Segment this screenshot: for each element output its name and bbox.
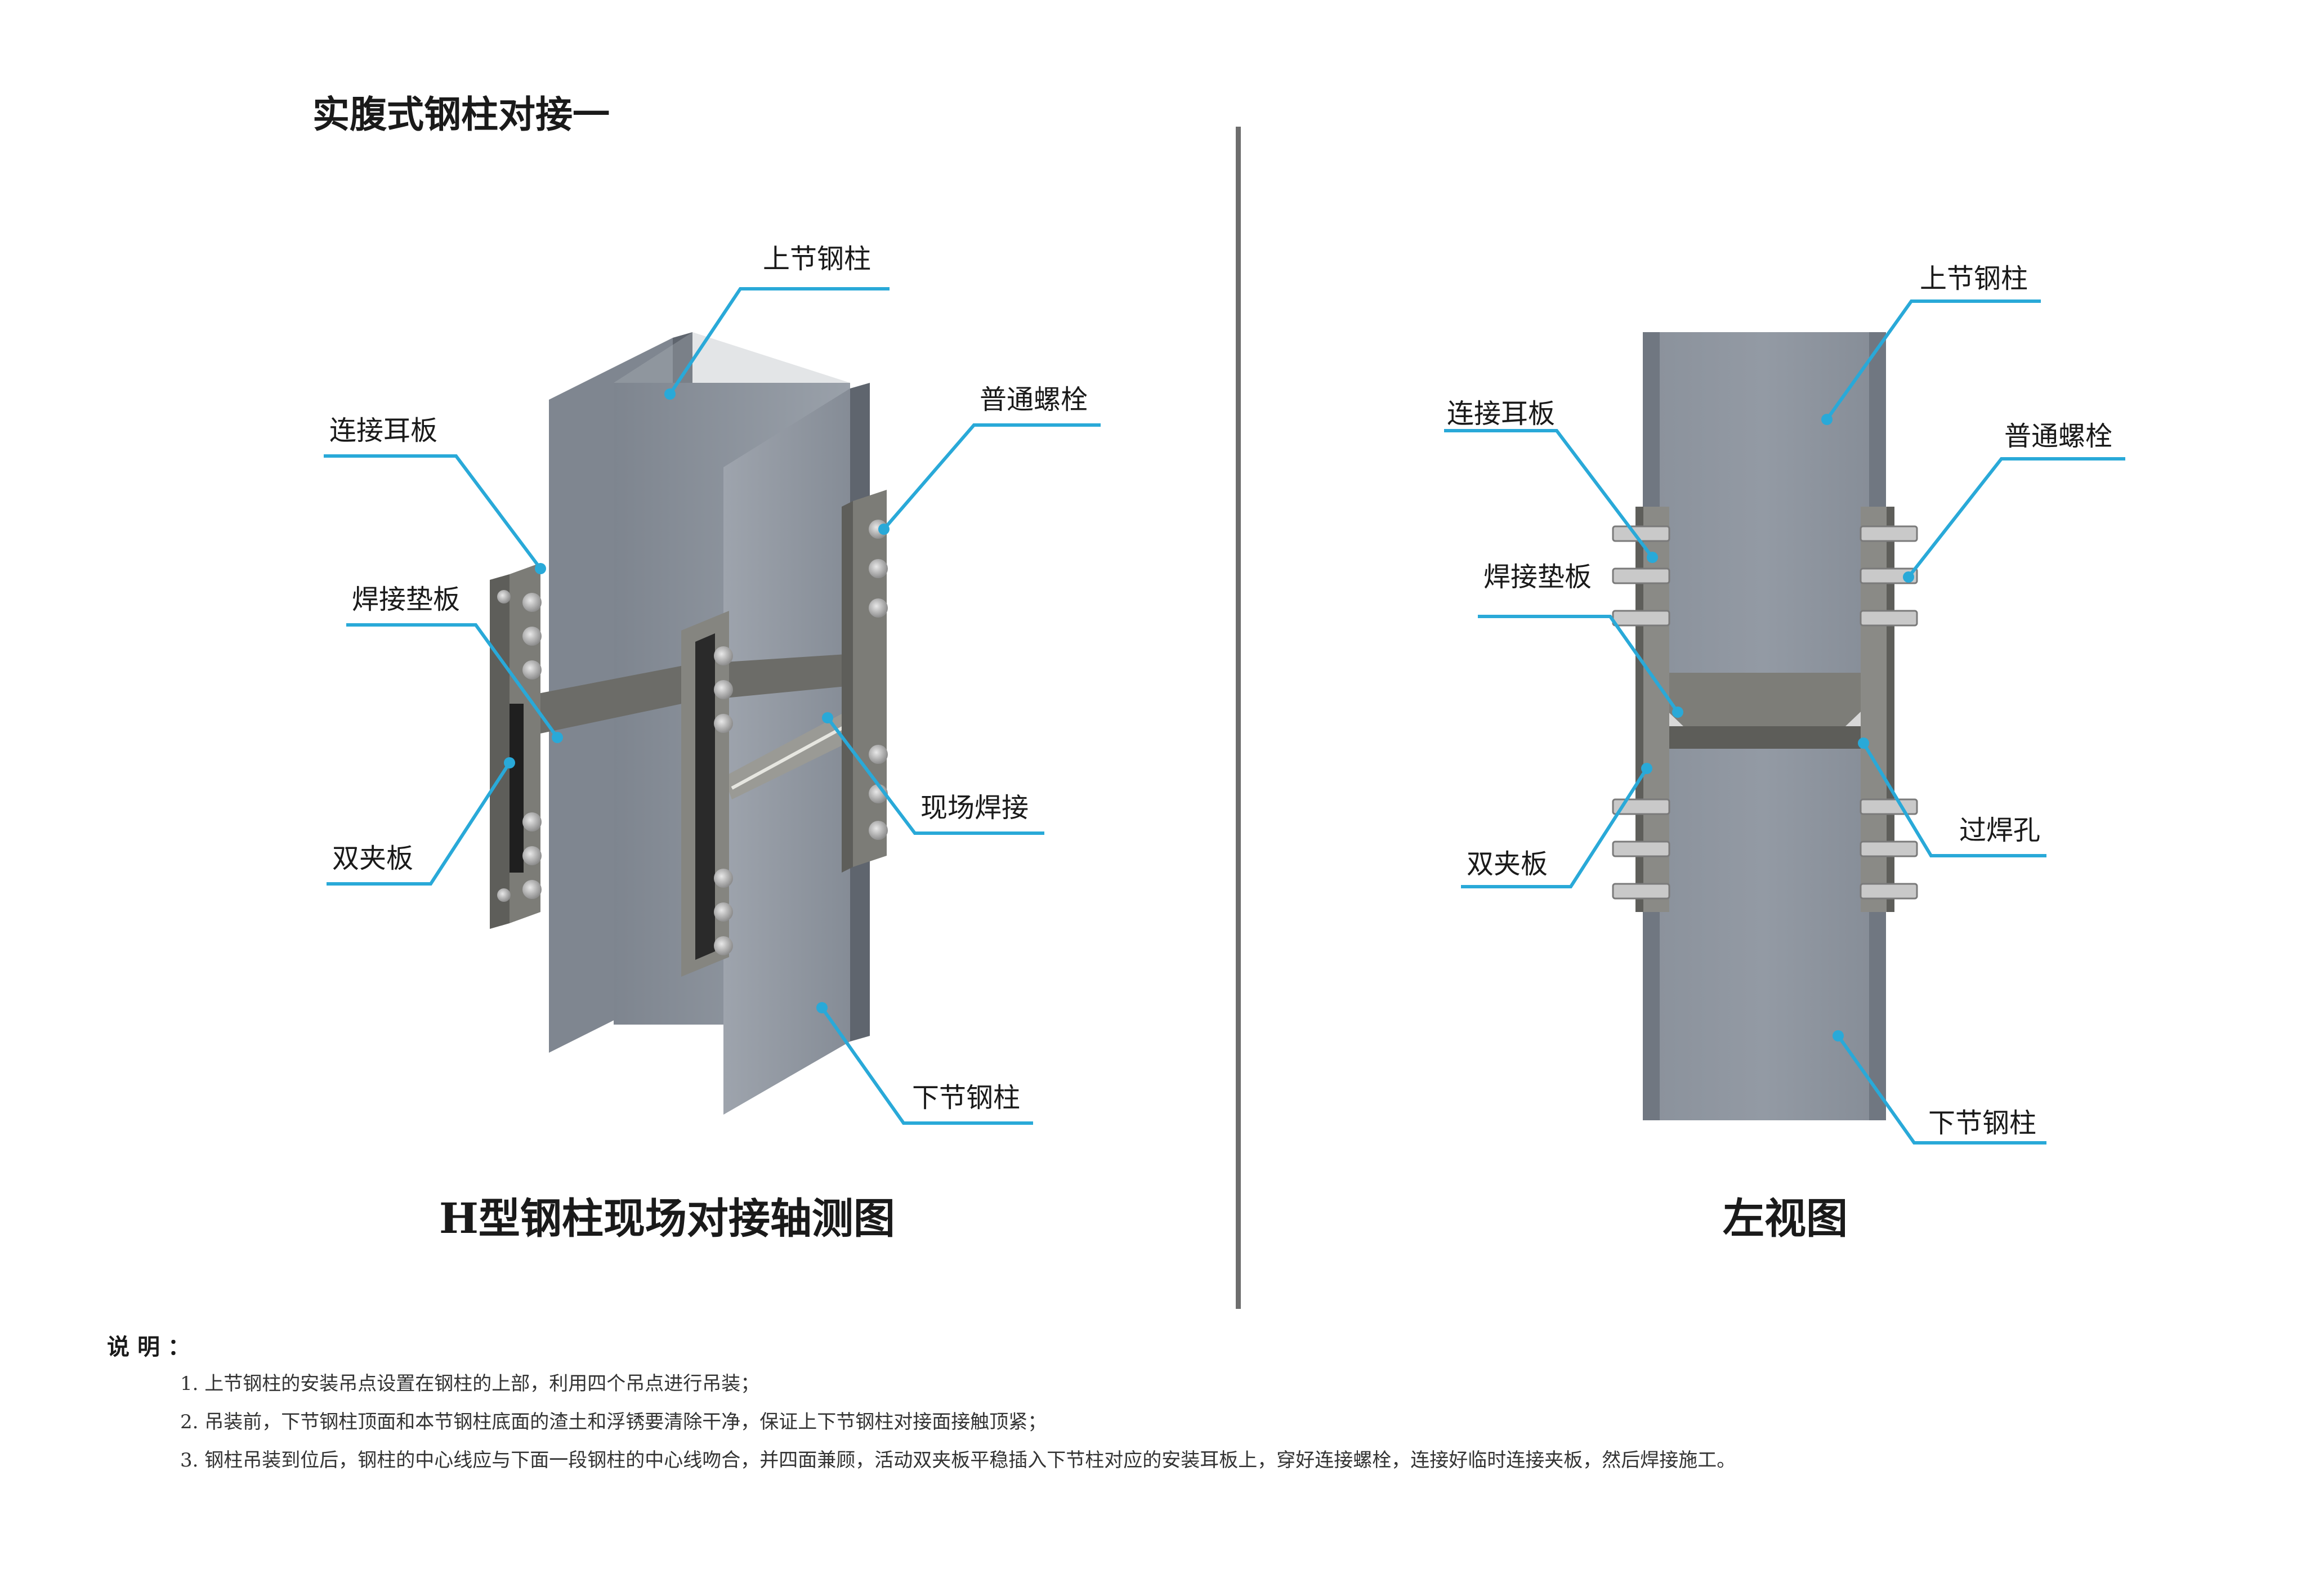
vertical-divider <box>1236 127 1241 1309</box>
side-view-title: 左视图 <box>1723 1195 1848 1243</box>
page-title: 实腹式钢柱对接一 <box>312 93 610 136</box>
side-label-double-clamp: 双夹板 <box>1467 848 1548 880</box>
axo-callout-lines <box>324 287 1101 1125</box>
side-view <box>1444 299 2125 1145</box>
side-label-bolts: 普通螺栓 <box>2004 421 2113 452</box>
axo-label-lower-column: 下节钢柱 <box>912 1082 1021 1114</box>
axo-front-clamp <box>681 611 729 977</box>
notes-title: 说明： <box>107 1334 198 1360</box>
side-callout-lines <box>1444 299 2125 1145</box>
axo-label-double-clamp: 双夹板 <box>332 843 414 874</box>
axo-right-clamp <box>842 490 887 873</box>
axo-label-ear-plate: 连接耳板 <box>329 415 438 446</box>
note-item: 3. 钢柱吊装到位后，钢柱的中心线应与下面一段钢柱的中心线吻合，并四面兼顾，活动… <box>180 1449 1736 1472</box>
side-label-ear-plate: 连接耳板 <box>1447 398 1556 430</box>
axo-label-bolts: 普通螺栓 <box>980 384 1088 415</box>
axo-bolts <box>497 520 888 955</box>
note-item: 1. 上节钢柱的安装吊点设置在钢柱的上部，利用四个吊点进行吊装； <box>180 1373 760 1395</box>
axonometric-view <box>324 287 1101 1125</box>
side-label-upper-column: 上节钢柱 <box>1920 263 2028 294</box>
side-label-weld-hole: 过焊孔 <box>1959 815 2041 846</box>
axo-label-upper-column: 上节钢柱 <box>763 243 872 275</box>
axo-label-field-weld: 现场焊接 <box>920 792 1029 824</box>
axo-callout-dots <box>504 388 890 1013</box>
side-joint-band <box>1643 673 1886 749</box>
note-item: 2. 吊装前，下节钢柱顶面和本节钢柱底面的渣土和浮锈要清除干净，保证上下节钢柱对… <box>180 1411 1047 1433</box>
side-label-backing-plate: 焊接垫板 <box>1483 561 1592 593</box>
axo-label-backing-plate: 焊接垫板 <box>352 584 461 615</box>
side-label-lower-column: 下节钢柱 <box>1928 1107 2037 1139</box>
axonometric-view-title: H型钢柱现场对接轴测图 <box>439 1195 895 1243</box>
side-callout-dots <box>1641 414 1914 1041</box>
axo-left-clamp <box>490 563 540 929</box>
side-bolts <box>1612 525 1918 900</box>
notes-section: 说明： 1. 上节钢柱的安装吊点设置在钢柱的上部，利用四个吊点进行吊装； 2. … <box>107 1329 1736 1472</box>
